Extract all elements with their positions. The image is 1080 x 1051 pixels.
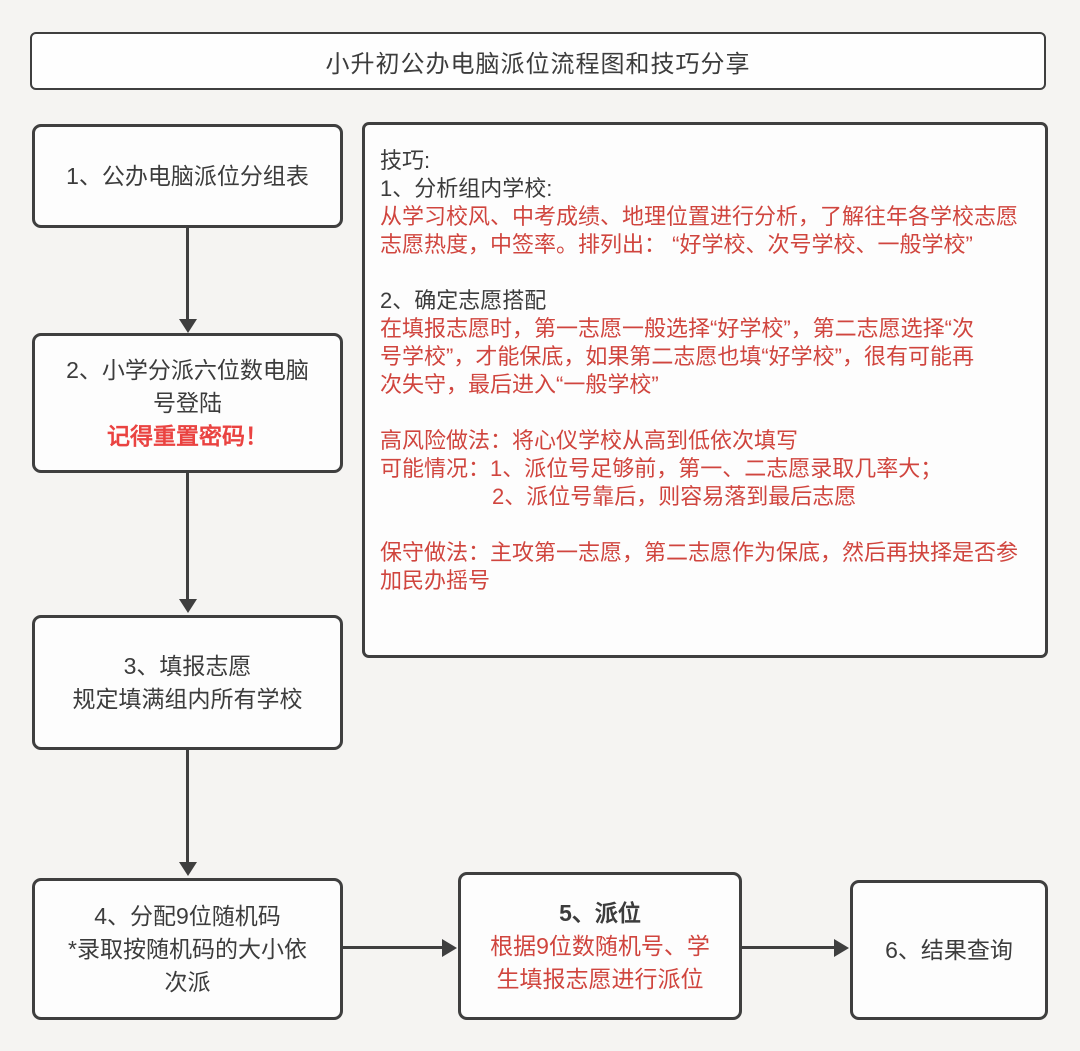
arrow-down-2-line (186, 473, 189, 601)
step-4-note-line2: 次派 (164, 968, 211, 995)
tips-point-1-body-line2: 志愿热度，中签率。排列出： “好学校、次号学校、一般学校” (380, 232, 973, 257)
step-2-label-line2: 号登陆 (153, 389, 222, 416)
tips-possibility-line2: 2、派位号靠后，则容易落到最后志愿 (492, 484, 857, 509)
step-3-box: 3、填报志愿 规定填满组内所有学校 (32, 615, 343, 750)
arrow-down-2-head (179, 599, 197, 613)
step-2-label-line1: 2、小学分派六位数电脑 (66, 356, 309, 383)
flowchart-title: 小升初公办电脑派位流程图和技巧分享 (30, 32, 1046, 90)
tips-conservative-line2: 加民办摇号 (380, 568, 491, 593)
step-6-box: 6、结果查询 (850, 880, 1048, 1020)
step-2-warning: 记得重置密码！ (107, 422, 268, 449)
tips-conservative-line1: 保守做法：主攻第一志愿，第二志愿作为保底，然后再抉择是否参 (380, 540, 1019, 565)
step-4-note-line1: *录取按随机码的大小依 (68, 935, 307, 962)
arrow-right-1-line (343, 946, 444, 949)
arrow-right-2-head (834, 939, 849, 957)
step-1-label: 1、公办电脑派位分组表 (66, 162, 309, 189)
tips-point-2-heading: 2、确定志愿搭配 (380, 288, 547, 313)
step-5-box: 5、派位 根据9位数随机号、学 生填报志愿进行派位 (458, 872, 742, 1020)
tips-point-2-body-line2: 号学校”，才能保底，如果第二志愿也填“好学校”，很有可能再 (380, 344, 974, 369)
step-5-detail-line1: 根据9位数随机号、学 (490, 932, 710, 959)
tips-heading: 技巧: (380, 148, 431, 173)
arrow-down-1-head (179, 319, 197, 333)
step-6-label: 6、结果查询 (885, 936, 1013, 963)
arrow-right-2-line (742, 946, 836, 949)
arrow-down-1-line (186, 228, 189, 325)
tips-point-1-heading: 1、分析组内学校: (380, 176, 553, 201)
step-3-label-line2: 规定填满组内所有学校 (72, 685, 303, 712)
arrow-down-3-line (186, 750, 189, 864)
step-3-label-line1: 3、填报志愿 (123, 652, 252, 679)
step-5-detail-line2: 生填报志愿进行派位 (496, 965, 704, 992)
tips-possibility-line1: 可能情况：1、派位号足够前，第一、二志愿录取几率大； (380, 456, 943, 481)
step-4-label-line1: 4、分配9位随机码 (94, 902, 281, 929)
tips-panel: 技巧: 1、分析组内学校: 从学习校风、中考成绩、地理位置进行分析，了解往年各学… (362, 122, 1048, 658)
step-2-box: 2、小学分派六位数电脑 号登陆 记得重置密码！ (32, 333, 343, 473)
step-5-label: 5、派位 (559, 899, 641, 926)
flowchart-title-text: 小升初公办电脑派位流程图和技巧分享 (325, 50, 751, 78)
tips-point-2-body-line1: 在填报志愿时，第一志愿一般选择“好学校”，第二志愿选择“次 (380, 316, 974, 341)
step-1-box: 1、公办电脑派位分组表 (32, 124, 343, 228)
tips-point-2-body-line3: 次失守，最后进入“一般学校” (380, 372, 659, 397)
arrow-right-1-head (442, 939, 457, 957)
arrow-down-3-head (179, 862, 197, 876)
step-4-box: 4、分配9位随机码 *录取按随机码的大小依 次派 (32, 878, 343, 1020)
tips-point-1-body-line1: 从学习校风、中考成绩、地理位置进行分析，了解往年各学校志愿 (380, 204, 1019, 229)
tips-high-risk-line: 高风险做法：将心仪学校从高到低依次填写 (380, 428, 799, 453)
